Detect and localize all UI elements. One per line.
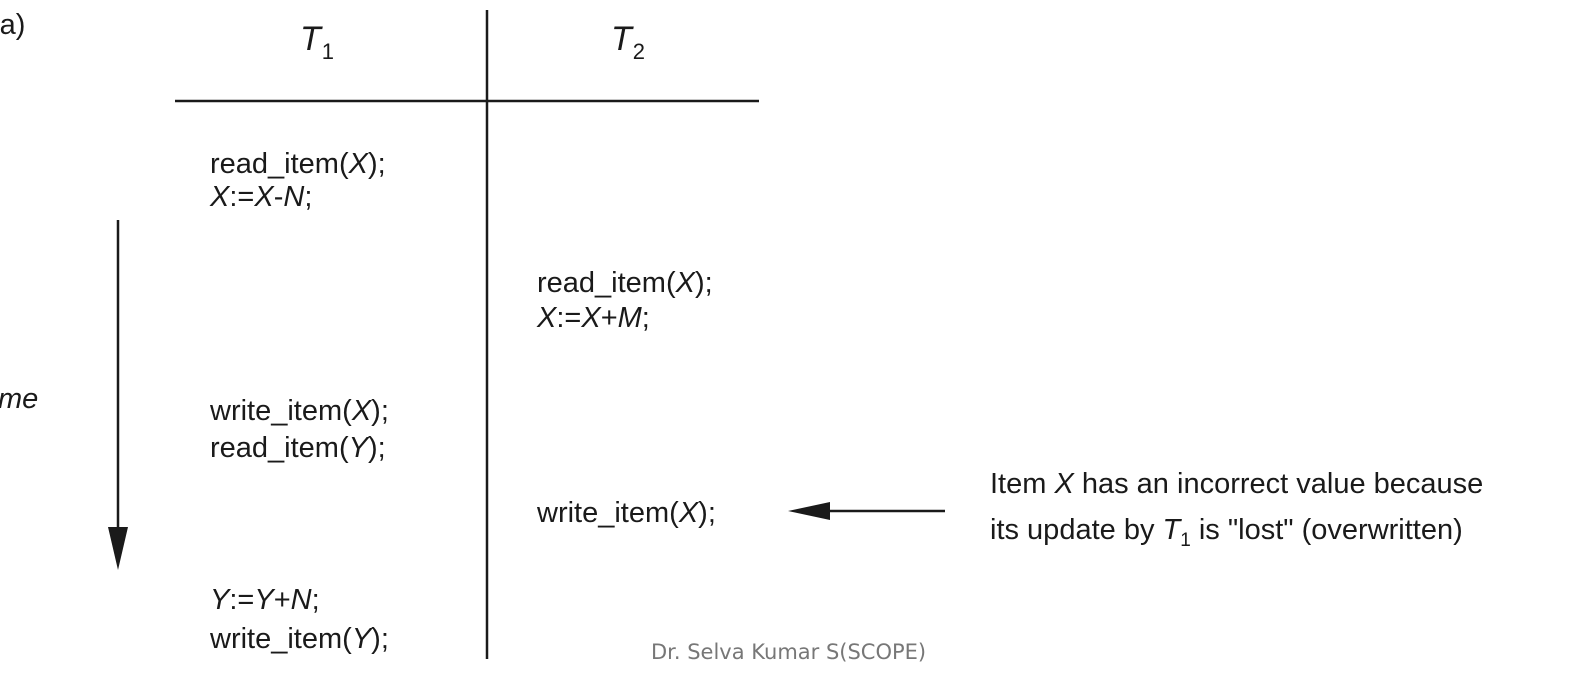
annotation-arrow-head [788, 502, 830, 520]
column-header-t1: T1 [300, 20, 335, 64]
t2-op-write-x: write_item(X); [537, 497, 716, 529]
time-arrow-head [108, 527, 128, 570]
annotation-line-1: Item X has an incorrect value because [990, 468, 1484, 500]
panel-label: (a) [0, 9, 26, 41]
t1-op-assign-y: Y:=Y+N; [210, 584, 320, 616]
t1-op-assign-x: X:=X-N; [210, 181, 313, 213]
annotation-line-2: its update by T1 is "lost" (overwritten) [990, 514, 1463, 551]
footer-credit: Dr. Selva Kumar S(SCOPE) [651, 640, 927, 664]
column-header-t2: T2 [611, 20, 646, 64]
t2-op-read-x: read_item(X); [537, 267, 713, 299]
time-label: me [0, 383, 39, 415]
t1-op-write-y: write_item(Y); [210, 623, 389, 655]
t2-op-assign-x: X:=X+M; [537, 302, 650, 334]
t1-op-write-x: write_item(X); [210, 395, 389, 427]
t1-op-read-x: read_item(X); [210, 148, 386, 180]
t1-op-read-y: read_item(Y); [210, 432, 386, 464]
